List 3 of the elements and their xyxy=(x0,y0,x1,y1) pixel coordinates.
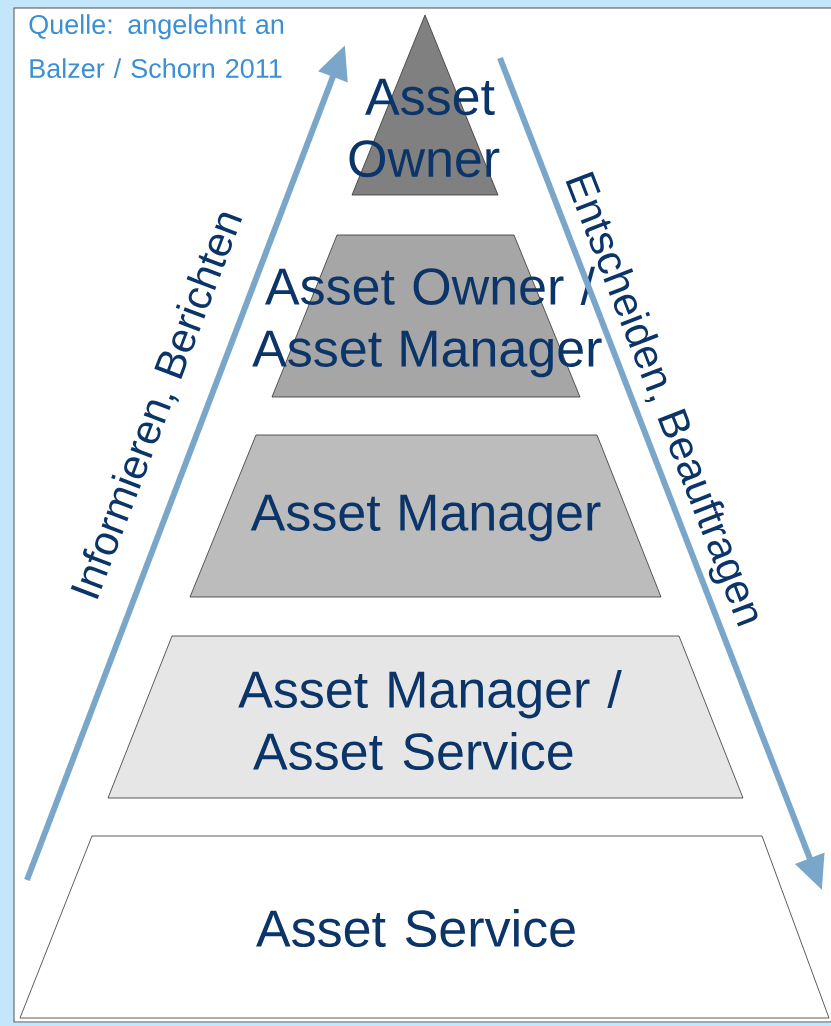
pyramid-layer: Asset Manager xyxy=(189,434,662,598)
source-note: Quelle: angelehnt an Balzer / Schorn 2011 xyxy=(29,14,284,79)
pyramid-layer: Asset Service xyxy=(19,835,830,1019)
